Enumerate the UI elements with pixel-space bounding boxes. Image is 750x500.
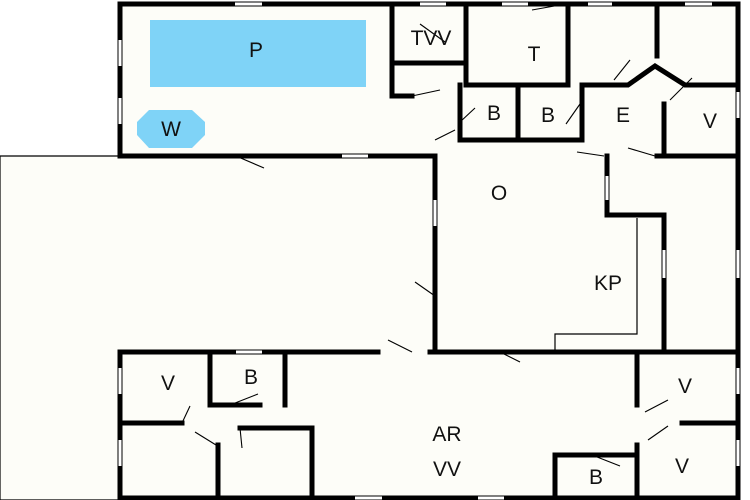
floor-areas <box>0 4 738 500</box>
door-sw-hall <box>194 431 217 446</box>
south-wing-floor <box>120 352 738 498</box>
terrace-outline <box>0 155 120 500</box>
door-se-bedroom-1 <box>644 399 669 413</box>
door-tv-room <box>419 23 446 43</box>
label-bath-bottom-right: B <box>589 466 603 489</box>
entrance-north-wall <box>579 62 741 88</box>
label-activity-room-tv: VV <box>433 458 461 481</box>
door-sw-bedroom <box>181 405 191 424</box>
door-se-bedroom-2 <box>647 425 669 441</box>
label-bath-2: B <box>541 104 555 127</box>
label-bedroom-bottom-left-1: V <box>161 372 175 395</box>
door-sw-bath <box>229 393 259 406</box>
door-living-south <box>387 339 413 353</box>
door-activity <box>499 351 521 363</box>
door-bath-2 <box>565 103 581 125</box>
label-bedroom-bottom-right-2: V <box>675 455 689 478</box>
label-kitchen: KP <box>594 272 622 295</box>
living-floor <box>435 140 738 352</box>
se-bath-wall <box>552 452 640 500</box>
label-bath-1: B <box>487 102 501 125</box>
label-entrance: E <box>616 104 630 127</box>
door-entrance <box>613 59 631 81</box>
kitchen-counter <box>554 218 638 352</box>
door-sauna <box>531 4 561 11</box>
label-activity-room: AR <box>432 423 461 446</box>
label-bedroom-bottom-right-1: V <box>678 375 692 398</box>
door-terrace <box>235 155 265 169</box>
door-se-bath <box>591 454 621 467</box>
walls <box>117 1 741 500</box>
windows <box>118 2 740 500</box>
door-entrance-south-2 <box>627 147 656 157</box>
door-pool-north <box>434 129 456 141</box>
label-top-small: TVV <box>411 27 452 50</box>
door-entrance-south <box>576 151 605 157</box>
label-whirlpool: W <box>161 118 181 141</box>
whirlpool-basin <box>137 110 205 148</box>
door-store <box>411 89 441 97</box>
kitchen-counter-edge <box>554 218 638 352</box>
label-bath-bottom-left: B <box>244 366 258 389</box>
label-bedroom-top-right: V <box>703 110 717 133</box>
label-pool: P <box>249 39 263 62</box>
door-bath-1 <box>459 107 476 123</box>
label-living: O <box>491 182 507 205</box>
doors <box>181 4 693 467</box>
door-living-west <box>414 281 436 297</box>
pool-basin <box>150 20 366 87</box>
label-sauna: T <box>528 43 541 66</box>
room-labels: P W TVV T B B E V O KP V B AR VV V V B <box>161 27 717 489</box>
door-bedroom-top-right <box>669 77 693 101</box>
door-sw-closet <box>239 427 243 449</box>
sw-closet-wall <box>237 425 315 500</box>
